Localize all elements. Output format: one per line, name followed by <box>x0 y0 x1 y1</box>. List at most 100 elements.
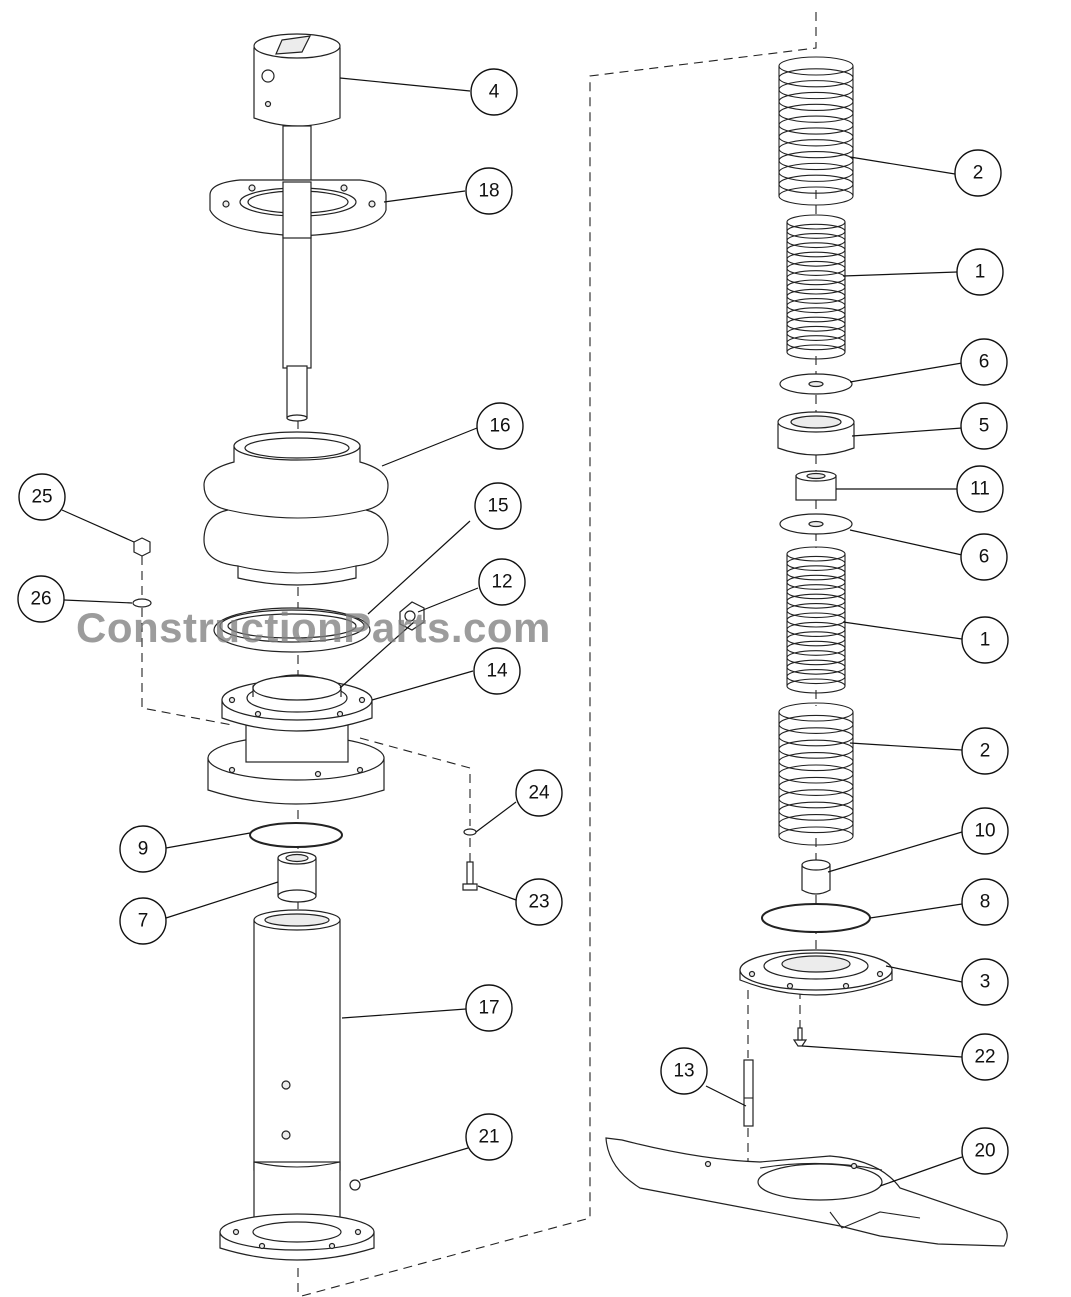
callout-20-label: 20 <box>974 1141 995 1162</box>
spring-coil <box>778 162 854 182</box>
callout-10: 10 <box>961 807 1009 855</box>
part-12-fitting <box>399 601 425 631</box>
callout-11: 11 <box>956 465 1004 513</box>
spring-coil <box>786 260 846 276</box>
callout-15: 15 <box>474 482 522 530</box>
spring-coil <box>786 316 846 332</box>
part-3-flange-plate <box>739 949 893 996</box>
part-5-spring-seat <box>777 411 855 456</box>
spring-coil <box>786 223 846 239</box>
part-17-column <box>219 909 375 1261</box>
callout-24: 24 <box>515 769 563 817</box>
callout-14-label: 14 <box>486 661 508 682</box>
callout-21-label: 21 <box>478 1127 499 1148</box>
callout-4: 4 <box>470 68 518 116</box>
callout-23: 23 <box>515 878 563 926</box>
spring-coil <box>786 242 846 258</box>
part-2-upper-spring <box>778 56 854 206</box>
part-shaft <box>282 125 312 422</box>
callout-14: 14 <box>473 647 521 695</box>
callout-15-label: 15 <box>487 496 508 517</box>
callout-18-label: 18 <box>478 181 499 202</box>
callout-18: 18 <box>465 167 513 215</box>
callout-1-lower: 1 <box>961 616 1009 664</box>
part-1-lower-spring <box>786 546 846 694</box>
watermark-text: ConstructionParts.com <box>76 604 551 651</box>
callout-17: 17 <box>465 984 513 1032</box>
part-11-spacer <box>795 470 837 501</box>
callout-8-label: 8 <box>980 892 991 913</box>
part-1-upper-spring <box>786 214 846 360</box>
callout-3: 3 <box>961 958 1009 1006</box>
callout-16: 16 <box>476 402 524 450</box>
callout-7-label: 7 <box>138 911 149 932</box>
callout-25: 25 <box>18 473 66 521</box>
leader-lines <box>61 77 963 1187</box>
part-23-bolt <box>462 861 478 891</box>
part-22-screw <box>792 1027 808 1047</box>
spring-coil <box>786 288 846 304</box>
callout-4-label: 4 <box>489 82 500 103</box>
callout-13: 13 <box>660 1047 708 1095</box>
part-25-hex-nut <box>133 537 151 557</box>
part-16-bellows <box>203 431 389 586</box>
part-26-washer <box>132 598 152 608</box>
callout-12-label: 12 <box>491 572 512 593</box>
part-4-top-cap <box>253 33 341 127</box>
part-9-o-ring <box>249 822 343 848</box>
part-6-upper-washer <box>779 373 853 395</box>
spring-coil <box>786 307 846 323</box>
callout-17-label: 17 <box>478 998 499 1019</box>
callout-2-upper-label: 2 <box>973 163 984 184</box>
callout-9-label: 9 <box>138 839 149 860</box>
part-18-plate <box>209 179 387 239</box>
spring-coil <box>778 80 854 100</box>
part-21-set-screw <box>349 1179 361 1191</box>
spring-coil <box>786 214 846 230</box>
spring-coil <box>786 325 846 341</box>
spring-coil <box>778 115 854 135</box>
callout-24-label: 24 <box>528 783 550 804</box>
spring-coil <box>786 251 846 267</box>
part-2-lower-spring <box>778 702 854 846</box>
callout-21: 21 <box>465 1113 513 1161</box>
spring-coil <box>786 279 846 295</box>
spring-coil <box>786 335 846 351</box>
callout-11-label: 11 <box>970 479 990 500</box>
spring-coil <box>778 150 854 171</box>
spring-coil <box>778 91 854 112</box>
part-13-dowel-pin <box>743 1059 754 1127</box>
part-7-bushing <box>277 851 317 903</box>
callout-16-label: 16 <box>489 416 510 437</box>
callout-22-label: 22 <box>974 1047 995 1068</box>
callout-5: 5 <box>960 402 1008 450</box>
callout-26: 26 <box>17 575 65 623</box>
part-14-flange-housing <box>207 674 385 805</box>
spring-coil <box>778 56 854 76</box>
callout-6-lower-label: 6 <box>979 547 990 568</box>
callout-1-lower-label: 1 <box>980 630 991 651</box>
callout-10-label: 10 <box>974 821 995 842</box>
callout-22: 22 <box>961 1033 1009 1081</box>
callout-2-lower: 2 <box>961 727 1009 775</box>
callout-23-label: 23 <box>528 892 549 913</box>
callout-5-label: 5 <box>979 416 990 437</box>
callout-2-lower-label: 2 <box>980 741 991 762</box>
part-15-ring <box>213 607 371 653</box>
callout-26-label: 26 <box>30 589 51 610</box>
spring-coil <box>778 103 854 123</box>
callout-8: 8 <box>961 878 1009 926</box>
spring-coil <box>778 127 854 147</box>
callout-9: 9 <box>119 825 167 873</box>
callout-13-label: 13 <box>673 1061 694 1082</box>
part-24-washer <box>463 828 477 836</box>
callout-25-label: 25 <box>31 487 52 508</box>
callout-2-upper: 2 <box>954 149 1002 197</box>
callout-3-label: 3 <box>980 972 991 993</box>
part-6-lower-washer <box>779 513 853 535</box>
spring-coil <box>778 68 854 88</box>
callout-1-upper: 1 <box>956 248 1004 296</box>
part-8-o-ring <box>761 903 871 933</box>
spring-coil <box>786 233 846 249</box>
